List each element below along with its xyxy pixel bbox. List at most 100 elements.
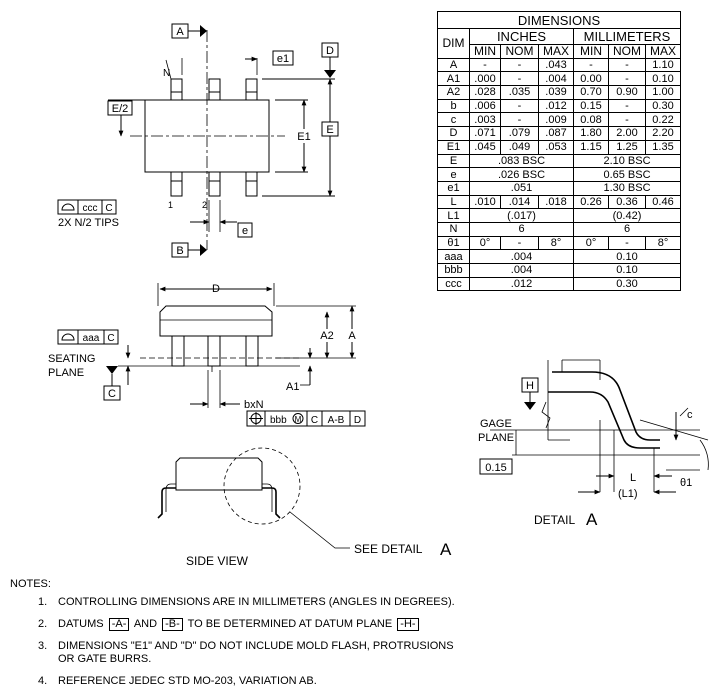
front-lead-right bbox=[245, 335, 259, 367]
seating-plane-label-2: PLANE bbox=[48, 367, 84, 379]
lead-top-right bbox=[245, 78, 258, 101]
table-cell: A bbox=[437, 57, 470, 73]
e-half-label: E/2 bbox=[112, 103, 129, 115]
table-cell: .004 bbox=[538, 71, 574, 87]
table-cell: .009 bbox=[538, 112, 574, 128]
table-cell: 1.15 bbox=[573, 139, 609, 155]
note-4: 4.REFERENCE JEDEC STD MO-203, VARIATION … bbox=[38, 675, 710, 688]
table-cell: 0.70 bbox=[573, 85, 609, 100]
table-cell: 0.00 bbox=[573, 71, 609, 87]
table-cell: - bbox=[608, 235, 646, 251]
table-cell: A2 bbox=[437, 85, 470, 100]
bxn-label: bxN bbox=[244, 399, 264, 411]
table-cell: .003 bbox=[469, 112, 501, 128]
table-cell: (0.42) bbox=[573, 208, 681, 223]
table-cell: 6 bbox=[469, 221, 574, 237]
table-inches-header: INCHES bbox=[469, 28, 574, 45]
table-cell: .010 bbox=[469, 194, 501, 210]
table-cell: 1.00 bbox=[645, 85, 681, 100]
aaa-label: aaa bbox=[83, 333, 100, 344]
notes-section: NOTES: 1.CONTROLLING DIMENSIONS ARE IN M… bbox=[10, 578, 710, 697]
table-cell: .004 bbox=[469, 263, 574, 278]
c-label: c bbox=[687, 409, 693, 421]
datum-d-flag: D bbox=[321, 42, 339, 78]
pin-1-label: 1 bbox=[168, 200, 173, 210]
table-cell: 0.10 bbox=[645, 71, 681, 87]
table-cell: - bbox=[608, 71, 646, 87]
note-3-line-2: OR GATE BURRS. bbox=[58, 653, 152, 665]
table-cell: 1.25 bbox=[608, 139, 646, 155]
side-body bbox=[175, 457, 263, 491]
pin-n-label: N bbox=[163, 68, 170, 79]
front-lead-mid bbox=[207, 335, 221, 367]
datum-a-flag: A bbox=[171, 23, 207, 39]
table-cell: 1.80 bbox=[573, 126, 609, 141]
table-title: DIMENSIONS bbox=[437, 11, 681, 29]
datum-d-label: D bbox=[326, 45, 334, 57]
table-cell: - bbox=[608, 57, 646, 73]
table-cell: - bbox=[608, 98, 646, 114]
lead-bottom-right bbox=[245, 171, 258, 197]
datum-a-label: A bbox=[176, 26, 184, 38]
table-cell: .049 bbox=[500, 139, 539, 155]
gage-dim-label: 0.15 bbox=[485, 462, 506, 474]
bbb-datum-d: D bbox=[354, 415, 361, 426]
table-cell: 8° bbox=[645, 235, 681, 251]
table-cell: - bbox=[500, 98, 539, 114]
l-label: L bbox=[630, 472, 636, 484]
table-cell: (.017) bbox=[469, 208, 574, 223]
lead-bottom-left bbox=[170, 171, 183, 197]
table-subheader: MIN bbox=[573, 44, 609, 59]
table-cell: - bbox=[500, 235, 539, 251]
table-cell: e bbox=[437, 167, 470, 182]
a1-label: A1 bbox=[286, 381, 299, 393]
pin-2-label: 2 bbox=[202, 200, 207, 210]
table-cell: e1 bbox=[437, 180, 470, 196]
side-view bbox=[157, 447, 350, 549]
datum-c-flag: C bbox=[103, 366, 121, 401]
table-cell: .026 BSC bbox=[469, 167, 574, 182]
top-view bbox=[108, 30, 335, 250]
dimensions-table: DIMENSIONS DIM INCHES MILLIMETERS MIN NO… bbox=[437, 11, 681, 292]
note-2-text-b: TO BE DETERMINED AT DATUM PLANE bbox=[187, 618, 393, 630]
front-view bbox=[118, 283, 356, 408]
table-subheader: NOM bbox=[500, 44, 539, 59]
table-cell: N bbox=[437, 221, 470, 237]
note-2-datum-a: -A- bbox=[108, 618, 130, 631]
table-cell: .087 bbox=[538, 126, 574, 141]
table-cell: .012 bbox=[469, 276, 574, 292]
aaa-tolerance-frame: aaa C bbox=[57, 329, 119, 345]
datum-h-flag: H bbox=[521, 377, 539, 410]
table-cell: .045 bbox=[469, 139, 501, 155]
table-cell: b bbox=[437, 98, 470, 114]
gage-plane-label-1: GAGE bbox=[480, 418, 512, 430]
table-cell: - bbox=[608, 112, 646, 128]
table-cell: 0.46 bbox=[645, 194, 681, 210]
bbb-datum-c: C bbox=[311, 415, 318, 426]
datum-c-label: C bbox=[108, 388, 116, 400]
e1-label: e1 bbox=[277, 53, 289, 65]
table-cell: .000 bbox=[469, 71, 501, 87]
table-cell: 1.10 bbox=[645, 57, 681, 73]
table-cell: D bbox=[437, 126, 470, 141]
lead-bottom-mid bbox=[208, 171, 221, 197]
table-cell: .071 bbox=[469, 126, 501, 141]
table-cell: .083 BSC bbox=[469, 153, 574, 169]
table-cell: - bbox=[469, 57, 501, 73]
gage-plane-label-2: PLANE bbox=[478, 432, 514, 444]
table-cell: A1 bbox=[437, 71, 470, 87]
a-label: A bbox=[348, 330, 356, 342]
table-cell: .014 bbox=[500, 194, 539, 210]
notes-title: NOTES: bbox=[10, 578, 51, 590]
lead-top-left bbox=[170, 78, 183, 101]
table-cell: 2.10 BSC bbox=[573, 153, 681, 169]
